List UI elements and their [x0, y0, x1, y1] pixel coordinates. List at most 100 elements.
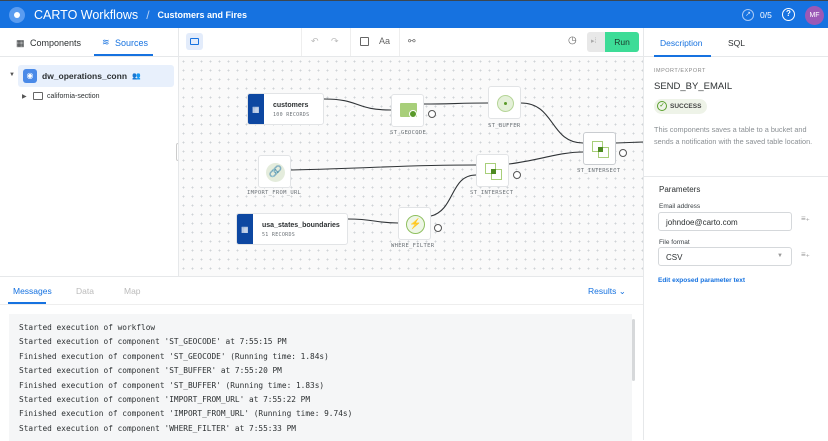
- connect-icon[interactable]: ⚯: [408, 36, 416, 46]
- scrollbar[interactable]: [632, 319, 635, 381]
- edit-exposed-parameter-link[interactable]: Edit exposed parameter text: [658, 277, 746, 284]
- node-label: ST_INTERSECT: [577, 168, 621, 174]
- email-field[interactable]: johndoe@carto.com: [658, 212, 792, 231]
- tab-description[interactable]: Description: [660, 38, 703, 48]
- output-port[interactable]: [434, 224, 442, 232]
- onboarding-icon[interactable]: ↗: [742, 9, 754, 21]
- status-badge: ✓ SUCCESS: [654, 99, 708, 114]
- node-st-intersect-1[interactable]: [476, 154, 509, 187]
- file-format-label: File format: [659, 239, 690, 246]
- connection-item[interactable]: ◉ dw_operations_conn 👥: [18, 65, 174, 87]
- node-where-filter[interactable]: ⚡: [398, 207, 431, 240]
- active-tab-indicator: [94, 54, 153, 56]
- app-header: CARTO Workflows / Customers and Fires ↗ …: [0, 0, 828, 28]
- breadcrumb-separator: /: [146, 7, 150, 22]
- active-tab-indicator: [8, 302, 46, 304]
- expand-caret-icon[interactable]: ▶: [22, 94, 27, 100]
- file-format-select[interactable]: CSV ▼: [658, 247, 792, 266]
- node-label: ST_GEOCODE: [390, 130, 427, 136]
- tab-sql[interactable]: SQL: [728, 38, 746, 48]
- text-icon[interactable]: Aa: [379, 36, 391, 46]
- tab-messages[interactable]: Messages: [13, 286, 52, 296]
- expose-parameter-icon[interactable]: ≡₊: [801, 214, 810, 223]
- buffer-icon: [497, 95, 514, 112]
- node-label: WHERE_FILTER: [391, 243, 435, 249]
- node-st-geocode[interactable]: [391, 94, 424, 127]
- source-node-customers[interactable]: ▦ customers 100 RECORDS: [247, 93, 324, 125]
- results-dropdown[interactable]: Results ⌄: [588, 286, 626, 297]
- link-icon: 🔗: [266, 163, 285, 182]
- node-label: ST_INTERSECT: [470, 190, 514, 196]
- node-st-buffer[interactable]: [488, 86, 521, 119]
- log-line: Started execution of workflow: [19, 323, 156, 332]
- shared-users-icon: 👥: [132, 73, 141, 80]
- bottom-panel: Messages Data Map Results ⌄ Started exec…: [0, 276, 643, 441]
- avatar[interactable]: MF: [805, 6, 824, 25]
- left-tabs: ▦ Components ≋ Sources: [0, 28, 178, 57]
- table-icon: ▦: [248, 94, 264, 124]
- log-line: Started execution of component 'WHERE_FI…: [19, 424, 296, 433]
- log-line: Finished execution of component 'IMPORT_…: [19, 409, 353, 418]
- tab-components[interactable]: Components: [30, 38, 82, 48]
- workflow-name[interactable]: Customers and Fires: [157, 9, 248, 20]
- run-step-icon[interactable]: ▸⁞: [591, 38, 597, 45]
- tab-map[interactable]: Map: [124, 286, 141, 296]
- active-tab-indicator: [654, 55, 711, 57]
- chevron-down-icon: ⌄: [618, 286, 626, 296]
- help-icon[interactable]: ?: [782, 8, 795, 21]
- table-icon: ▦: [237, 214, 253, 244]
- message-log: Started execution of workflow Started ex…: [9, 314, 632, 441]
- log-line: Finished execution of component 'ST_GEOC…: [19, 352, 329, 361]
- source-node-usa-states[interactable]: ▦ usa_states_boundaries 51 RECORDS: [236, 213, 348, 245]
- log-line: Finished execution of component 'ST_BUFF…: [19, 381, 325, 390]
- dropdown-arrow-icon: ▼: [777, 253, 783, 259]
- redo-icon[interactable]: ↷: [331, 36, 339, 46]
- node-subtitle: 51 RECORDS: [262, 232, 296, 238]
- undo-icon[interactable]: ↶: [311, 36, 319, 46]
- log-line: Started execution of component 'ST_BUFFE…: [19, 366, 282, 375]
- edge: [290, 164, 477, 171]
- geocode-icon: [400, 103, 417, 118]
- carto-logo-icon[interactable]: [9, 7, 25, 23]
- component-description: This components saves a table to a bucke…: [654, 125, 813, 146]
- edge: [347, 218, 399, 224]
- status-text: SUCCESS: [670, 103, 702, 110]
- edge: [615, 141, 644, 144]
- node-import-from-url[interactable]: 🔗: [258, 155, 291, 188]
- add-note-icon[interactable]: [360, 37, 369, 46]
- node-st-intersect-2[interactable]: [583, 132, 616, 165]
- edge: [323, 98, 392, 111]
- node-subtitle: 100 RECORDS: [273, 112, 310, 118]
- bigquery-icon: ◉: [23, 69, 37, 83]
- check-circle-icon: ✓: [657, 101, 667, 111]
- onboarding-progress[interactable]: 0/5: [760, 10, 772, 20]
- component-name: SEND_BY_EMAIL: [654, 81, 733, 92]
- right-panel: Description SQL IMPORT/EXPORT SEND_BY_EM…: [643, 28, 828, 440]
- edge: [423, 102, 489, 105]
- folder-icon: [33, 92, 43, 100]
- log-line: Started execution of component 'ST_GEOCO…: [19, 337, 287, 346]
- canvas-toolbar: ↶ ↷ Aa ⚯ ◷ ▸⁞ Run: [178, 28, 643, 57]
- tab-data[interactable]: Data: [76, 286, 94, 296]
- grid-icon: ▦: [16, 38, 25, 48]
- folder-label[interactable]: california-section: [47, 93, 100, 100]
- schedule-icon[interactable]: ◷: [568, 35, 577, 46]
- collapse-caret-icon[interactable]: ▼: [9, 72, 15, 78]
- output-port[interactable]: [513, 171, 521, 179]
- output-port[interactable]: [428, 110, 436, 118]
- breadcrumb: CARTO Workflows / Customers and Fires: [34, 1, 247, 28]
- toggle-panel-button[interactable]: [186, 33, 203, 50]
- email-label: Email address: [659, 203, 701, 210]
- lightning-icon: ⚡: [406, 215, 425, 234]
- tab-sources[interactable]: Sources: [115, 38, 149, 48]
- app-title: CARTO Workflows: [34, 7, 139, 22]
- intersect-icon: [592, 141, 610, 159]
- component-category: IMPORT/EXPORT: [654, 68, 706, 74]
- expose-parameter-icon[interactable]: ≡₊: [801, 250, 810, 259]
- log-line: Started execution of component 'IMPORT_F…: [19, 395, 311, 404]
- results-label: Results: [588, 286, 617, 296]
- run-button[interactable]: Run: [605, 32, 639, 52]
- output-port[interactable]: [619, 149, 627, 157]
- connection-name: dw_operations_conn: [42, 71, 128, 81]
